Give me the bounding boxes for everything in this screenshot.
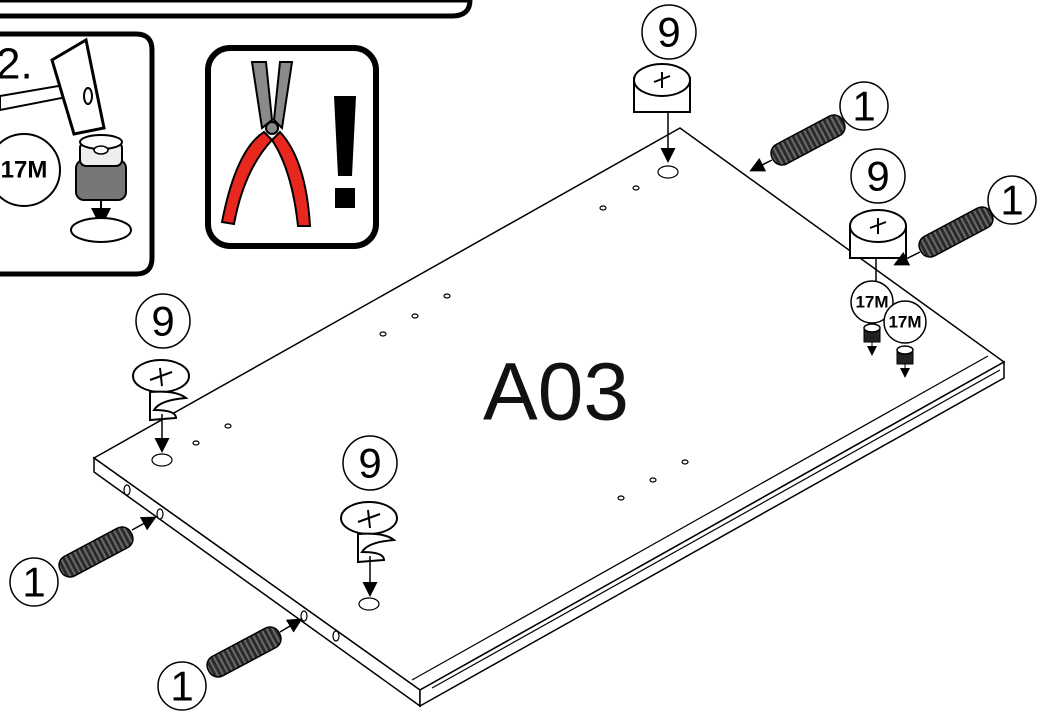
cam-lock-left: 9: [132, 293, 191, 453]
warning-exclamation-icon: [334, 96, 356, 208]
svg-text:1: 1: [22, 559, 45, 606]
svg-text:17M: 17M: [855, 293, 888, 312]
foot-right-2: 17M: [883, 300, 927, 378]
pliers-icon: [220, 61, 312, 227]
top-banner-box: [0, 0, 473, 19]
svg-text:9: 9: [657, 9, 680, 56]
dowel-right: 1: [893, 175, 1037, 266]
pliers-warning-box: [205, 45, 379, 249]
cam-lock-center: 9: [340, 435, 398, 597]
cam-lock-right: 9: [849, 148, 907, 282]
step-number: 2.: [0, 40, 33, 89]
svg-text:1: 1: [1000, 177, 1023, 224]
svg-text:17M: 17M: [1, 157, 48, 184]
hammer-icon: [0, 37, 106, 136]
foot-right-1: 17M: [850, 280, 894, 356]
dowel-bottom: 1: [157, 618, 303, 711]
svg-text:1: 1: [852, 83, 875, 130]
foot-part-icon: [70, 134, 132, 243]
hammer-hint-box: 2. 17M: [0, 31, 155, 277]
panel-a03: A03: [92, 127, 1006, 708]
panel-label: A03: [483, 347, 629, 438]
dowel-left: 1: [9, 516, 157, 607]
svg-text:9: 9: [358, 440, 381, 487]
svg-text:1: 1: [170, 663, 193, 710]
svg-text:9: 9: [151, 298, 174, 345]
svg-text:17M: 17M: [888, 313, 921, 332]
panel-holes: [151, 165, 689, 611]
dowel-top-right: 1: [749, 81, 889, 172]
svg-text:9: 9: [866, 153, 889, 200]
cam-lock-top: 9: [633, 4, 697, 163]
foot-label-badge: 17M: [0, 133, 61, 207]
